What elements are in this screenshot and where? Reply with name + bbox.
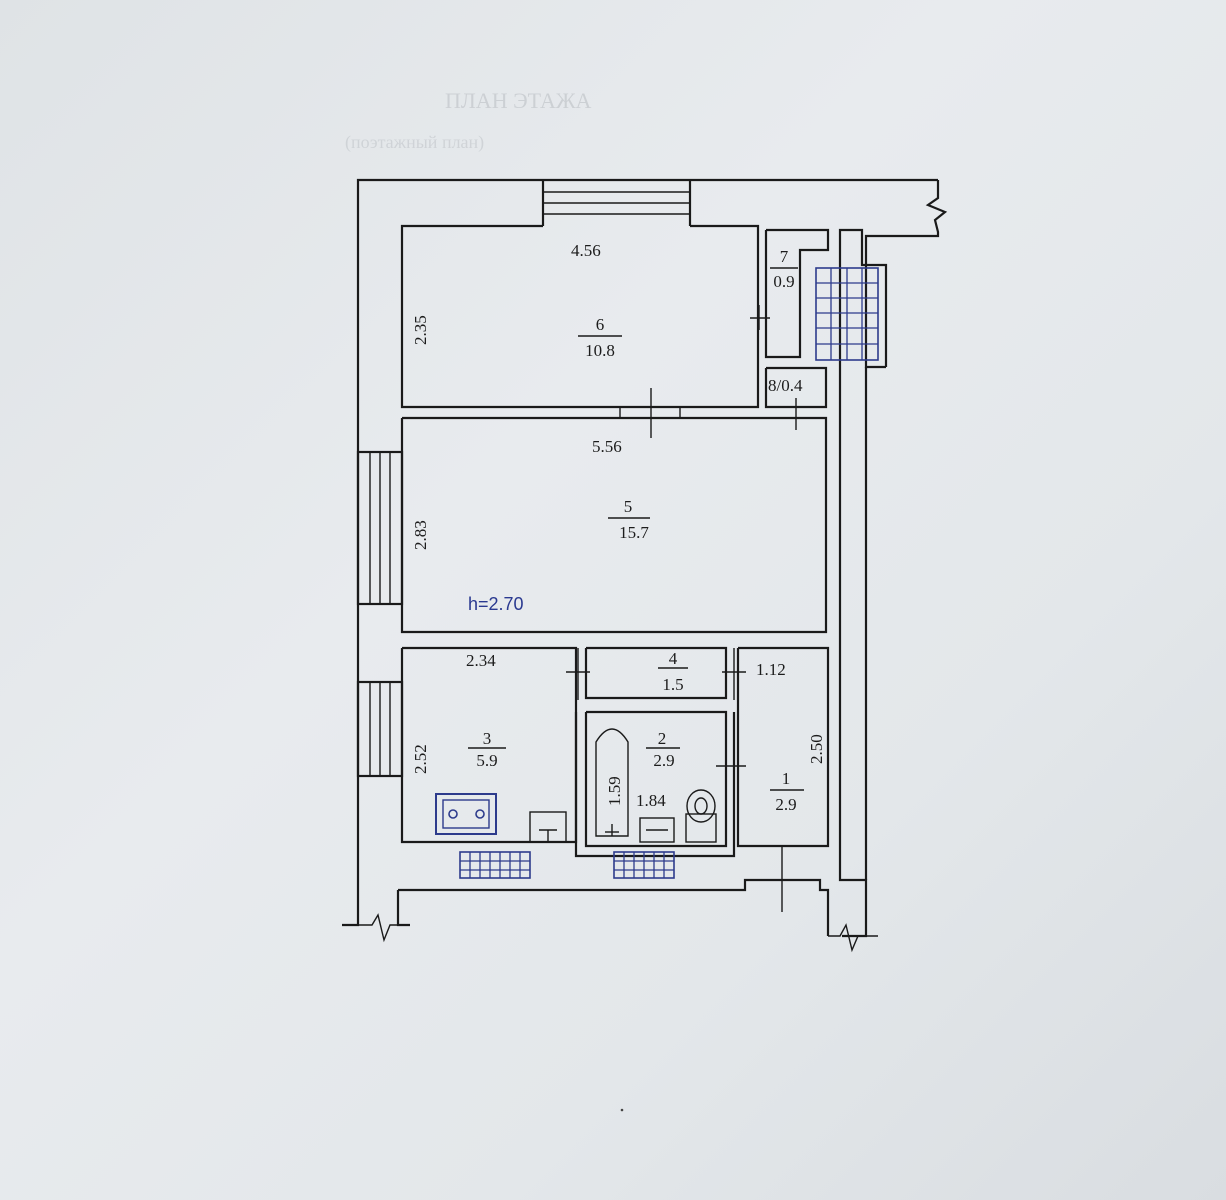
faded-header-title: ПЛАН ЭТАЖА	[445, 88, 592, 113]
room-3-number: 3	[483, 729, 492, 748]
room-6-width: 4.56	[571, 241, 601, 260]
stove-icon	[435, 793, 497, 835]
room-5-area: 15.7	[619, 523, 649, 542]
room-6-number: 6	[596, 315, 605, 334]
room-3-area: 5.9	[476, 751, 497, 770]
room-2-outline	[574, 710, 746, 858]
room-7-outline	[750, 228, 830, 359]
left-window-2	[356, 680, 404, 778]
vent-grid-bath	[613, 851, 675, 879]
room-1-width: 1.12	[756, 660, 786, 679]
room-3-width: 2.34	[466, 651, 496, 670]
room-3-height: 2.52	[411, 744, 430, 774]
room-2-width: 1.84	[636, 791, 666, 810]
room-2-height: 1.59	[605, 776, 624, 806]
faded-header-subtitle: (поэтажный план)	[345, 132, 484, 153]
sink-icon	[529, 811, 567, 843]
room-5-outline	[400, 388, 828, 634]
room-5-number: 5	[624, 497, 633, 516]
washbasin-icon	[639, 817, 675, 843]
room-4-number: 4	[669, 649, 678, 668]
room-2-number: 2	[658, 729, 667, 748]
room-5-height: 2.83	[411, 520, 430, 550]
room-4-outline	[584, 646, 746, 700]
toilet-icon	[685, 789, 717, 843]
room-1-area: 2.9	[775, 795, 796, 814]
speck	[620, 1108, 624, 1112]
ceiling-height: h=2.70	[468, 594, 524, 614]
room-1-outline	[736, 646, 830, 912]
room-4-area: 1.5	[662, 675, 683, 694]
room-7-area: 0.9	[773, 272, 794, 291]
room-8-label: 8/0.4	[768, 376, 803, 395]
room-6-height: 2.35	[411, 315, 430, 345]
room-1-number: 1	[782, 769, 791, 788]
room-2-area: 2.9	[653, 751, 674, 770]
room-6-area: 10.8	[585, 341, 615, 360]
vent-grid-top	[815, 267, 879, 361]
bathtub-icon	[595, 728, 629, 837]
vent-grid-kitchen	[459, 851, 531, 879]
outer-walls	[342, 178, 948, 953]
room-1-height: 2.50	[807, 734, 826, 764]
room-5-width: 5.56	[592, 437, 622, 456]
room-7-number: 7	[780, 247, 789, 266]
left-window-1	[356, 450, 404, 606]
room-8-outline	[764, 366, 828, 430]
